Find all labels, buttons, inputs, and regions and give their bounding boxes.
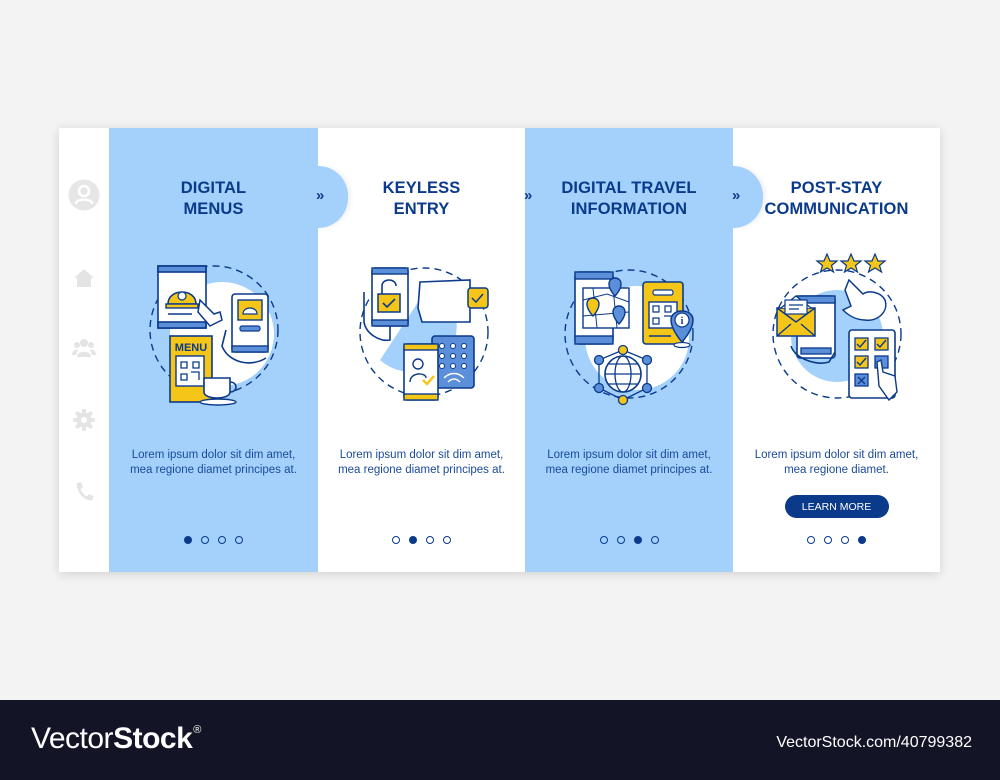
next-chevron-icon[interactable]: » <box>316 187 324 204</box>
pagination-dot-2[interactable] <box>201 536 209 544</box>
gear-icon[interactable] <box>68 404 100 436</box>
pagination-dot-4[interactable] <box>858 536 866 544</box>
keyless-entry-illustration <box>350 250 494 410</box>
learn-more-button[interactable]: LEARN MORE <box>784 495 889 518</box>
next-chevron-icon[interactable]: » <box>732 187 740 204</box>
pagination-dot-3[interactable] <box>633 536 642 544</box>
step-title: KEYLESS ENTRY <box>382 179 461 218</box>
pagination-dots <box>733 536 940 544</box>
step-title: DIGITAL MENUS <box>180 179 247 218</box>
pagination-dot-4[interactable] <box>443 536 451 544</box>
phone-icon[interactable] <box>68 476 100 508</box>
pagination-dot-2[interactable] <box>409 536 417 544</box>
pagination-dots <box>525 536 733 544</box>
pagination-dot-3[interactable] <box>841 536 849 544</box>
step-title: POST-STAY COMMUNICATION <box>764 179 909 218</box>
pagination-dot-4[interactable] <box>235 536 243 544</box>
pagination-dot-2[interactable] <box>616 536 625 544</box>
pagination-dot-1[interactable] <box>599 536 608 544</box>
footer-watermark: VectorStock® VectorStock.com/40799382 <box>0 700 1000 780</box>
group-icon[interactable] <box>68 332 100 364</box>
post-stay-communication-illustration <box>765 250 909 410</box>
svg-text:i: i <box>681 316 684 327</box>
user-avatar-icon[interactable] <box>68 179 100 211</box>
step-description: Lorem ipsum dolor sit dim amet, mea regi… <box>130 449 297 476</box>
onboarding-step-post-stay-communication: POST-STAY COMMUNICATION <box>733 128 940 572</box>
step-description: Lorem ipsum dolor sit dim amet, mea regi… <box>338 449 505 476</box>
image-url: VectorStock.com/40799382 <box>776 734 972 751</box>
pagination-dot-3[interactable] <box>426 536 434 544</box>
digital-menus-illustration: MENU <box>142 250 286 410</box>
onboarding-step-digital-travel-information: DIGITAL TRAVEL INFORMATION <box>525 128 733 572</box>
next-chevron-icon[interactable]: » <box>524 187 532 204</box>
step-description: Lorem ipsum dolor sit dim amet, mea regi… <box>754 449 919 476</box>
pagination-dots <box>109 536 318 544</box>
svg-text:MENU: MENU <box>174 342 206 354</box>
step-title: DIGITAL TRAVEL INFORMATION <box>561 179 697 218</box>
home-icon[interactable] <box>68 262 100 294</box>
pagination-dot-1[interactable] <box>184 536 192 544</box>
pagination-dot-1[interactable] <box>807 536 815 544</box>
onboarding-step-digital-menus: DIGITAL MENUS <box>109 128 318 572</box>
onboarding-card: DIGITAL MENUS <box>59 128 940 572</box>
pagination-dot-1[interactable] <box>392 536 400 544</box>
pagination-dot-2[interactable] <box>824 536 832 544</box>
pagination-dot-4[interactable] <box>650 536 659 544</box>
brand-logo: VectorStock® <box>31 722 201 755</box>
pagination-dots <box>318 536 525 544</box>
sidebar <box>59 128 109 572</box>
digital-travel-information-illustration: i <box>557 250 701 410</box>
step-description: Lorem ipsum dolor sit dim amet, mea regi… <box>545 449 713 476</box>
onboarding-step-keyless-entry: KEYLESS ENTRY <box>318 128 525 572</box>
pagination-dot-3[interactable] <box>218 536 226 544</box>
